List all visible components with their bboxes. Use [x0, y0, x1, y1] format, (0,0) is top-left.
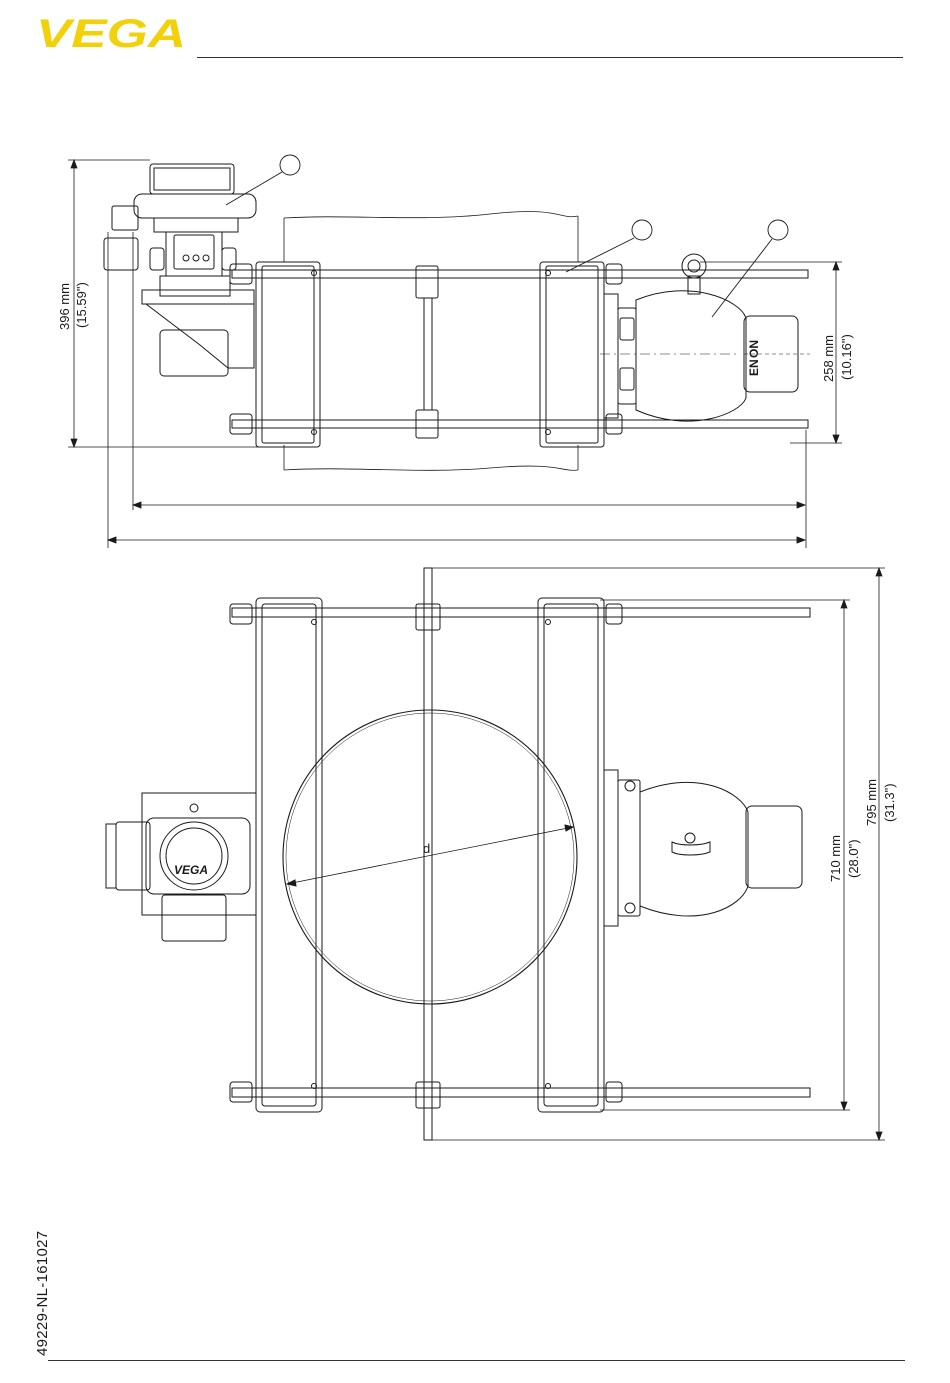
source-top-view — [604, 770, 802, 926]
switch-label-en: EN — [747, 359, 761, 376]
inner-width-imperial-label: (28.0") — [846, 839, 861, 878]
switch-label-on: ON — [747, 340, 761, 358]
outer-width-imperial-label: (31.3") — [882, 783, 897, 822]
pipe-cross-section — [283, 710, 577, 1004]
outer-width-dimension — [430, 568, 885, 1140]
pipe-section — [284, 211, 578, 470]
clamp-plate-right-top — [538, 598, 604, 1112]
clamp-plate-left-top — [256, 598, 322, 1112]
height-imperial-label: (15.59") — [74, 282, 89, 328]
clamp-bars-top-view — [232, 608, 810, 1097]
detector-brand-label: VEGA — [174, 863, 208, 877]
detector-housing — [104, 164, 256, 376]
flange-height-imperial-label: (10.16") — [839, 334, 854, 380]
side-view: 396 mm (15.59") 258 mm (10.16") — [57, 155, 854, 548]
clamp-bars — [232, 270, 808, 428]
outer-width-metric-label: 795 mm — [864, 779, 879, 826]
bar-nuts — [230, 264, 622, 438]
inner-width-metric-label: 710 mm — [828, 835, 843, 882]
source-container — [600, 254, 810, 421]
width-dimension-lines — [108, 232, 806, 548]
top-view: 795 mm (31.3") 710 mm (28.0") — [106, 568, 897, 1140]
height-metric-label: 396 mm — [57, 283, 72, 330]
diameter-label: d — [423, 841, 430, 856]
inner-width-dimension — [600, 600, 850, 1110]
clamp-plate-left — [256, 262, 320, 447]
flange-height-metric-label: 258 mm — [821, 335, 836, 382]
clamp-plate-right — [540, 262, 604, 447]
